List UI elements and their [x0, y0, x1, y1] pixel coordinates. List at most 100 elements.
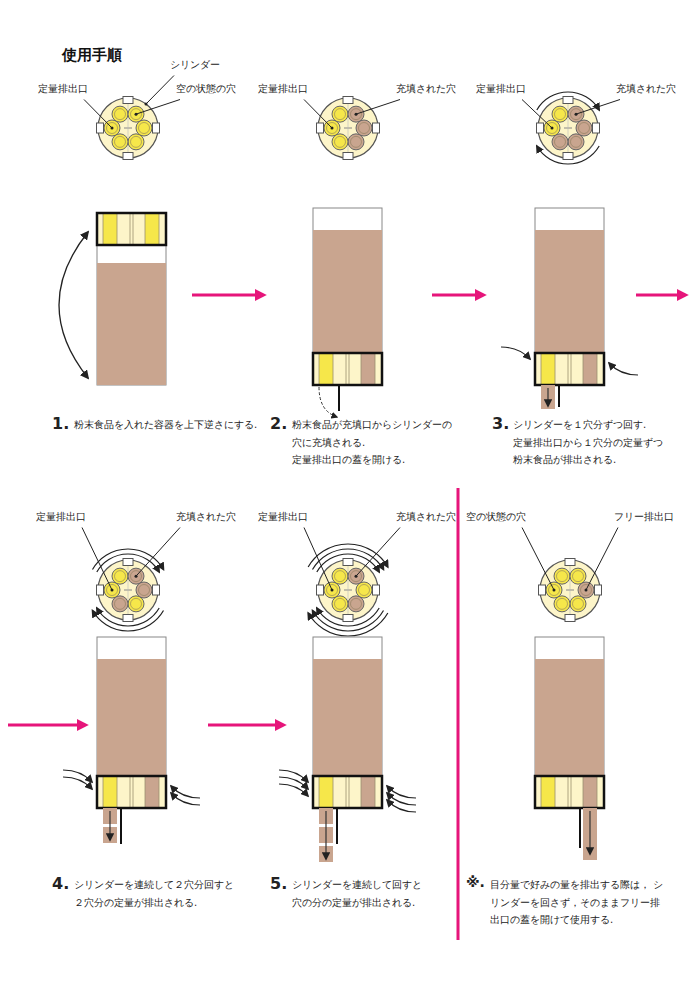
part-label: 定量排出口 [38, 80, 88, 98]
cylinder-top-view [537, 92, 600, 164]
leader-dot [355, 113, 358, 116]
powder [97, 263, 166, 385]
band-divider [571, 353, 572, 385]
hole-rim [335, 598, 346, 609]
rotation-arrow [537, 92, 599, 110]
powder-flow [583, 808, 597, 860]
cylinder-notch [153, 585, 160, 595]
hole-rim [359, 123, 370, 134]
cylinder-hole [554, 596, 570, 612]
leader-dot [111, 589, 114, 592]
rotation-arrow [63, 777, 92, 789]
cylinder-notch [373, 585, 380, 595]
cylinder-hole [112, 596, 128, 612]
cylinder-disc [318, 560, 378, 620]
cylinder-notch [123, 153, 133, 160]
cylinder-top-view [308, 544, 388, 636]
step-caption: シリンダーを１穴分ずつ回す. 定量排出口から１穴分の定量ずつ 粉末食品が排出され… [513, 416, 683, 469]
cylinder-notch [565, 615, 575, 622]
band-divider [541, 776, 542, 808]
rotation-arrow [387, 793, 416, 805]
band-divider [568, 776, 569, 808]
cylinder-notch [563, 97, 573, 104]
cylinder-notch [343, 615, 353, 622]
cylinder-notch [97, 123, 104, 133]
flow-arrow [589, 811, 590, 854]
leader-dot [111, 127, 114, 130]
cylinder-hole [552, 134, 568, 150]
leader-line [576, 100, 620, 115]
cylinder-notch [317, 585, 324, 595]
cylinder-disc [98, 98, 158, 158]
powder [313, 659, 382, 776]
cylinder-disc [540, 560, 600, 620]
band-divider [349, 776, 350, 808]
band-divider [117, 776, 118, 808]
step-number: 5. [270, 874, 287, 893]
band-divider [555, 776, 556, 808]
cylinder-notch [123, 97, 133, 104]
cylinder-notch [595, 585, 602, 595]
band-divider [333, 353, 334, 385]
band-divider [159, 776, 160, 808]
leader-dot [135, 113, 138, 116]
hole-rim [335, 109, 346, 120]
leader-line [522, 100, 552, 129]
powder [535, 659, 604, 776]
hole-column [541, 776, 555, 808]
rotation-arrow [279, 770, 308, 782]
leader-line [136, 100, 180, 115]
hole-rim [107, 585, 118, 596]
cylinder-disc [318, 98, 378, 158]
part-label: 空の状態の穴 [176, 80, 236, 98]
divider-line [457, 488, 460, 940]
rotation-arrow [171, 786, 200, 798]
cylinder-hole [546, 582, 562, 598]
band-divider [346, 776, 347, 808]
rotation-arrow [279, 784, 308, 796]
hole-rim [557, 571, 568, 582]
hole-rim [555, 109, 566, 120]
hole-column [145, 213, 159, 245]
band-divider [103, 213, 104, 245]
cylinder-notch [565, 559, 575, 566]
band-divider [361, 776, 362, 808]
band-outline [535, 776, 604, 808]
cylinder-hole [136, 120, 152, 136]
cylinder-hole [348, 596, 364, 612]
cylinder-notch [123, 615, 133, 622]
cylinder-notch [593, 123, 600, 133]
part-label: 充填された穴 [396, 508, 456, 526]
hole-rim [115, 109, 126, 120]
hole-column [319, 353, 333, 385]
hole-rim [555, 136, 566, 147]
leader-line [356, 528, 400, 577]
part-label: フリー排出口 [614, 508, 674, 526]
band-divider [583, 776, 584, 808]
step-arrow [636, 294, 684, 297]
container-side-view [501, 208, 638, 409]
leader-dot [585, 589, 588, 592]
rotation-arrow [609, 363, 638, 375]
hole-rim [139, 123, 150, 134]
container-body [535, 208, 604, 385]
leader-line [522, 528, 554, 591]
outlet-lid [336, 808, 338, 844]
cylinder-hole [570, 596, 586, 612]
band-divider [541, 353, 542, 385]
band-outline [97, 213, 166, 245]
cylinder-hole [324, 582, 340, 598]
cylinder-top-view [92, 549, 163, 631]
step-caption: シリンダーを連続して２穴分回すと ２穴分の定量が排出される. [74, 876, 246, 911]
step-caption: 粉末食品が充填口からシリンダーの 穴に充填される. 定量排出口の蓋を開ける. [292, 416, 464, 469]
part-label: シリンダー [170, 56, 220, 74]
cylinder-hole [554, 568, 570, 584]
step-caption: 粉末食品を入れた容器を上下逆さにする. [74, 416, 274, 434]
cylinder-hole [578, 582, 594, 598]
cylinder-notch [343, 153, 353, 160]
band-divider [159, 213, 160, 245]
hole-rim [115, 598, 126, 609]
outlet-lid [559, 384, 569, 386]
hole-rim [131, 598, 142, 609]
step-arrow [8, 724, 84, 727]
